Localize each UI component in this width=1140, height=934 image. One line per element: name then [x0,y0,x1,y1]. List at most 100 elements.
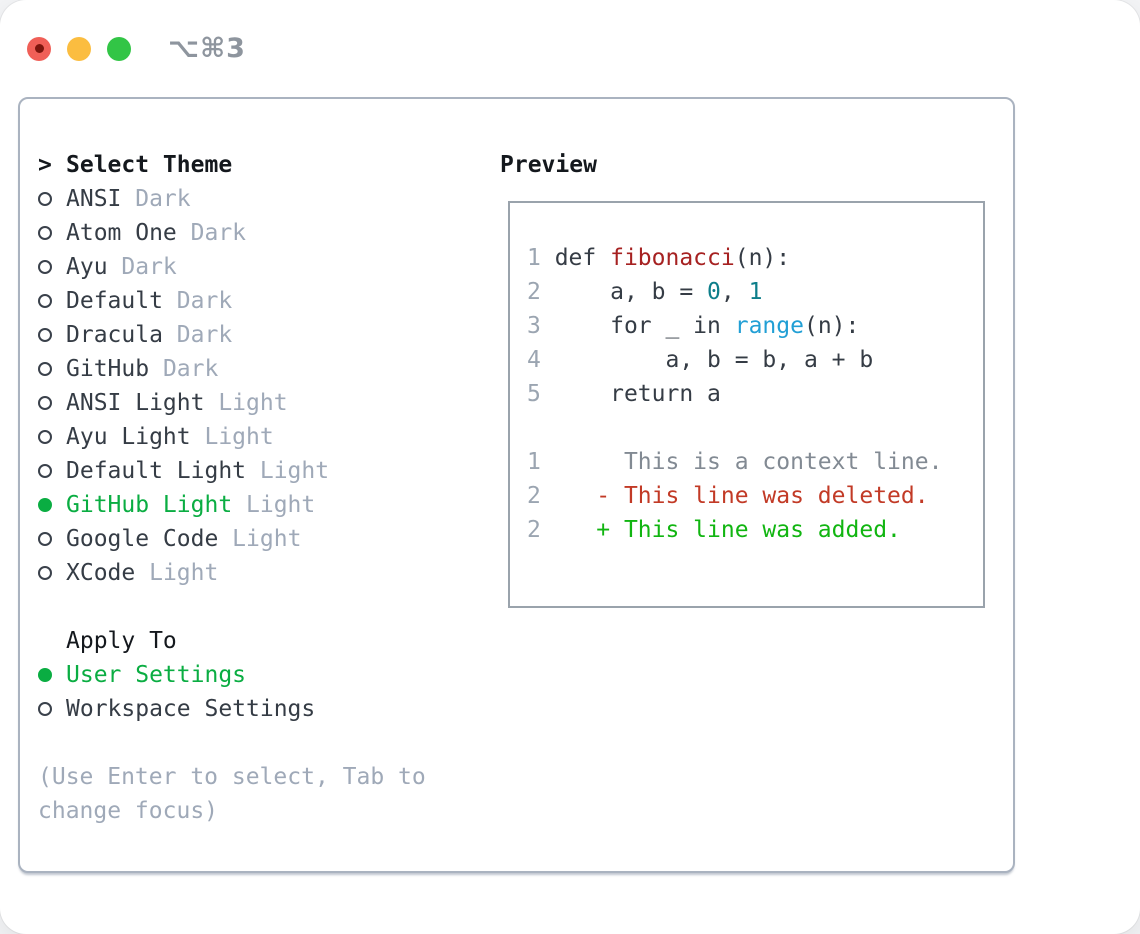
radio-icon [38,192,52,206]
prompt-marker: > [38,152,66,178]
theme-option-label: Ayu Light [66,424,191,450]
theme-option-label: Google Code [66,526,219,552]
theme-option-google-code[interactable]: Google Code Light [38,522,480,556]
code-segment-num: 0 [707,279,721,305]
theme-variant-label: Dark [176,220,247,246]
code-segment-num: 1 [748,279,763,305]
code-segment-plain: def [554,245,611,271]
apply-to-header: Apply To [38,624,480,658]
code-segment-plain: a, b = b, a + b [554,347,874,373]
marker [38,362,66,376]
marker [38,396,66,410]
keyboard-hint: (Use Enter to select, Tab to change focu… [38,764,426,824]
radio-icon [38,532,52,546]
preview-title: Preview [500,152,597,178]
theme-variant-label: Dark [121,186,191,212]
marker [38,532,66,546]
marker [38,566,66,580]
zoom-button[interactable] [107,36,131,61]
apply-option-workspace-settings[interactable]: Workspace Settings [38,692,480,726]
theme-option-label: ANSI [66,186,122,212]
code-segment-lineno: 2 [527,279,555,305]
radio-icon [38,260,52,274]
spacer [38,590,480,624]
theme-option-label: Atom One [66,220,177,246]
unsaved-changes-dot-icon [34,44,44,53]
radio-icon [38,702,52,716]
minimize-button[interactable] [67,36,91,61]
theme-option-default[interactable]: Default Dark [38,284,480,318]
theme-option-label: XCode [66,560,136,586]
code-segment-plain: for _ in [554,313,735,339]
radio-icon [38,226,52,240]
marker [38,498,66,512]
code-segment-add: + This line was added. [554,517,901,543]
selected-radio-icon [38,498,52,512]
prompt-caret-icon: > [38,152,52,178]
theme-variant-label: Light [232,492,316,518]
radio-icon [38,566,52,580]
code-segment-plain: , [720,279,749,305]
code-segment-del: - This line was deleted. [554,483,929,509]
theme-option-ansi[interactable]: ANSI Dark [38,182,480,216]
marker [38,668,66,682]
theme-list-title: Select Theme [66,152,233,178]
code-segment-lineno: 2 [527,483,555,509]
marker [38,192,66,206]
theme-option-github[interactable]: GitHub Dark [38,352,480,386]
radio-icon [38,294,52,308]
code-segment-lineno: 4 [527,347,555,373]
theme-option-xcode[interactable]: XCode Light [38,556,480,590]
theme-variant-label: Dark [107,254,177,280]
code-preview-box: 1 def fibonacci(n):2 a, b = 0, 1 3 for _ … [508,201,985,608]
code-line-5: 5 return a [527,377,983,411]
marker [38,260,66,274]
theme-option-ansi-light[interactable]: ANSI Light Light [38,386,480,420]
close-button[interactable] [27,36,51,61]
code-blank-line [527,411,983,445]
apply-option-label: Workspace Settings [66,696,316,722]
theme-option-label: Dracula [66,322,163,348]
apply-option-label: User Settings [66,662,247,688]
theme-variant-label: Light [135,560,219,586]
theme-variant-label: Light [218,526,302,552]
theme-option-github-light[interactable]: GitHub Light Light [38,488,480,522]
code-segment-builtin: range [734,313,804,339]
preview-column: Preview 1 def fibonacci(n):2 a, b = 0, 1… [500,148,990,608]
title-bar: ⌥⌘3 [0,0,1140,97]
marker [38,430,66,444]
window-title-shortcut: ⌥⌘3 [168,33,246,64]
code-segment-lineno: 5 [527,381,555,407]
code-line-1: 1 def fibonacci(n): [527,241,983,275]
theme-option-label: Ayu [66,254,108,280]
code-segment-func: fibonacci [610,245,735,271]
apply-option-user-settings[interactable]: User Settings [38,658,480,692]
theme-option-default-light[interactable]: Default Light Light [38,454,480,488]
theme-variant-label: Light [204,390,288,416]
radio-icon [38,328,52,342]
code-segment-lineno: 3 [527,313,555,339]
radio-icon [38,396,52,410]
radio-icon [38,362,52,376]
theme-option-ayu[interactable]: Ayu Dark [38,250,480,284]
theme-option-dracula[interactable]: Dracula Dark [38,318,480,352]
marker [38,464,66,478]
code-line-8: 2 - This line was deleted. [527,479,983,513]
theme-list-header: > Select Theme [38,148,480,182]
theme-option-ayu-light[interactable]: Ayu Light Light [38,420,480,454]
theme-option-label: GitHub [66,356,150,382]
theme-option-atom-one[interactable]: Atom One Dark [38,216,480,250]
code-segment-lineno: 1 [527,245,555,271]
code-segment-lineno: 1 [527,449,555,475]
radio-icon [38,464,52,478]
marker [38,226,66,240]
theme-option-label: Default Light [66,458,247,484]
code-segment-ctx: This is a context line. [554,449,943,475]
marker [38,702,66,716]
code-line-2: 2 a, b = 0, 1 [527,275,983,309]
code-line-9: 2 + This line was added. [527,513,983,547]
